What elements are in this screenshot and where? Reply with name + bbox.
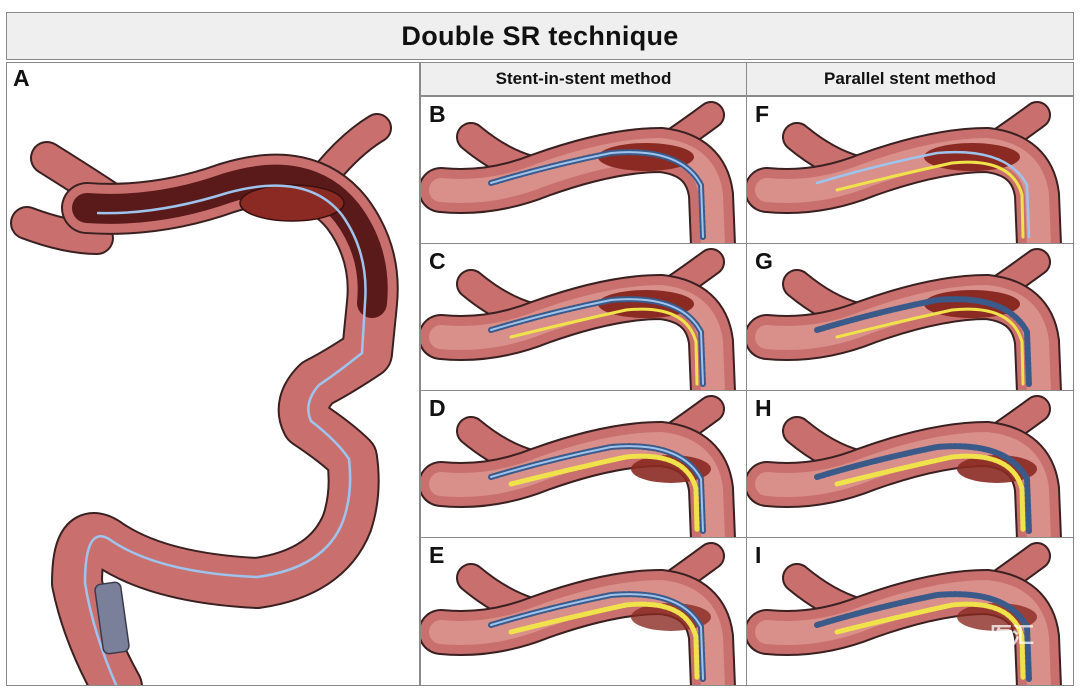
panel-i: I	[746, 537, 1074, 686]
watermark: 医汇	[990, 623, 1035, 648]
guidewire	[490, 593, 704, 680]
column-heading-text: Stent-in-stent method	[495, 69, 672, 88]
clot	[598, 143, 694, 171]
panel-c: C	[420, 243, 747, 391]
vessel-branch-wall	[12, 208, 112, 253]
panel-f: F	[746, 96, 1074, 244]
panel-c-illustration	[421, 248, 736, 390]
panel-e-illustration	[421, 542, 736, 685]
stent-yellow	[509, 307, 699, 386]
panel-e: E	[420, 537, 747, 686]
stent-yellow	[508, 453, 700, 534]
panel-d: D	[420, 390, 747, 538]
stent-yellow	[835, 307, 1025, 386]
panel-label-a: A	[13, 65, 30, 91]
stent-blue	[814, 443, 1032, 534]
panel-label-d: D	[429, 395, 446, 421]
column-heading-parallel: Parallel stent method	[746, 62, 1074, 96]
stent-yellow	[835, 160, 1025, 239]
panel-f-illustration	[747, 101, 1062, 243]
stent-blue	[814, 591, 1032, 682]
vessel-dark-lumen	[72, 164, 388, 318]
panel-i-illustration	[747, 542, 1062, 685]
panel-label-c: C	[429, 248, 446, 274]
panel-b-illustration	[421, 101, 736, 243]
figure-title: Double SR technique	[401, 20, 679, 51]
stent-yellow	[834, 453, 1026, 534]
panel-b: B	[420, 96, 747, 244]
guidewire	[490, 445, 704, 532]
guidewire	[83, 184, 367, 685]
guidewire	[490, 298, 704, 385]
column-heading-text: Parallel stent method	[824, 69, 996, 88]
guidewire	[490, 151, 704, 238]
panel-g: G	[746, 243, 1074, 391]
panel-h-illustration	[747, 395, 1062, 537]
panel-label-g: G	[755, 248, 773, 274]
panel-label-f: F	[755, 101, 770, 127]
panel-label-b: B	[429, 101, 446, 127]
panel-h: H	[746, 390, 1074, 538]
stent-blue	[814, 296, 1032, 387]
panel-label-h: H	[755, 395, 772, 421]
panel-g-illustration	[747, 248, 1062, 390]
figure-title-bar: Double SR technique	[6, 12, 1074, 60]
stent-yellow	[508, 601, 700, 682]
stent-yellow	[834, 601, 1026, 682]
panel-label-e: E	[429, 542, 445, 568]
panel-label-i: I	[755, 542, 762, 568]
panel-d-illustration	[421, 395, 736, 537]
panel-a: A	[6, 62, 420, 686]
panel-a-illustration	[10, 113, 399, 685]
catheter	[94, 581, 130, 655]
column-heading-stent-in-stent: Stent-in-stent method	[420, 62, 747, 96]
guidewire	[815, 151, 1031, 239]
